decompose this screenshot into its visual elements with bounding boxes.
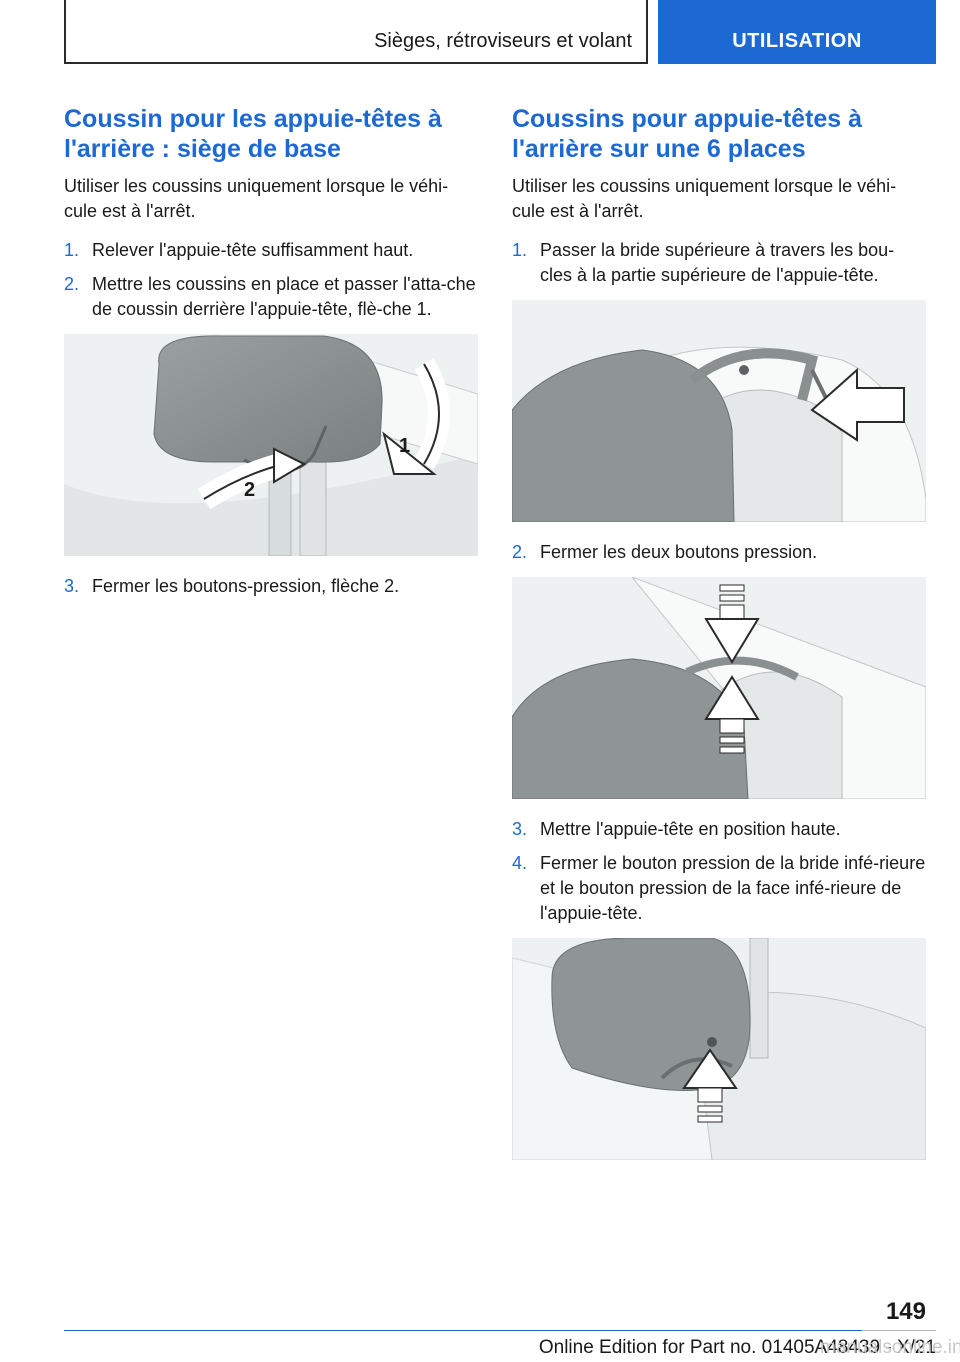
right-steps-b: 2. Fermer les deux boutons pression. [512,540,926,565]
right-column: Coussins pour appuie-têtes à l'arrière s… [512,104,926,1178]
step-text: Fermer les deux boutons pression. [540,542,818,562]
footer-edition: Online Edition for Part no. 01405A48439 … [538,1337,936,1358]
right-step-3: 3. Mettre l'appuie-tête en position haute… [512,817,926,842]
snap-buttons-illustration [512,577,926,799]
left-steps-continued: 3. Fermer les boutons-pression, flèche 2. [64,574,478,599]
step-number: 2. [64,274,80,294]
header-section-title: Sièges, rétroviseurs et volant [374,30,632,52]
headrest-illustration: 1 2 [64,334,478,556]
left-heading: Coussin pour les appuie-têtes à l'arrièr… [64,105,442,163]
step-number: 2. [512,542,528,562]
step-text: Fermer les boutons-pression, flèche 2. [92,576,400,596]
left-step-1: 1. Relever l'appuie-tête suffisamment hau… [64,238,478,263]
step-number: 3. [512,819,528,839]
step-text: Mettre les coussins en place et passer l… [92,274,476,319]
figure-headrest-cushion-install: 1 2 [64,334,478,556]
lower-strap-illustration [512,938,926,1160]
left-step-3: 3. Fermer les boutons-pression, flèche 2. [64,574,478,599]
headrest-strap-illustration [512,300,926,522]
right-step-2: 2. Fermer les deux boutons pression. [512,540,926,565]
left-step-2: 2. Mettre les coussins en place et passer… [64,272,478,322]
right-steps-c: 3. Mettre l'appuie-tête en position haute… [512,817,926,926]
right-steps-a: 1. Passer la bride supérieure à travers l… [512,238,926,288]
step-text: Relever l'appuie-tête suffisamment haut. [92,240,414,260]
right-step-1: 1. Passer la bride supérieure à travers l… [512,238,926,288]
header-section-box: Sièges, rétroviseurs et volant [64,0,648,64]
left-intro: Utiliser les coussins uniquement lorsque… [64,176,449,221]
header-chapter-tab[interactable]: UTILISATION [658,0,936,64]
right-intro: Utiliser les coussins uniquement lorsque… [512,176,897,221]
page-number: 149 [885,1298,926,1325]
right-step-4: 4. Fermer le bouton pression de la bride … [512,851,926,926]
figure-upper-strap-loops [512,300,926,522]
step-number: 4. [512,853,528,873]
footer-divider-grey [862,1330,936,1331]
figure-two-snap-buttons [512,577,926,799]
step-number: 1. [64,240,80,260]
right-heading: Coussins pour appuie-têtes à l'arrière s… [512,105,863,163]
footer-divider [64,1330,862,1331]
figure-lower-strap-snap [512,938,926,1160]
left-steps: 1. Relever l'appuie-tête suffisamment hau… [64,238,478,322]
step-text: Fermer le bouton pression de la bride in… [540,853,926,923]
step-text: Mettre l'appuie-tête en position haute. [540,819,841,839]
figure-arrow-label-1: 1 [399,435,410,457]
left-column: Coussin pour les appuie-têtes à l'arrièr… [64,104,478,608]
step-number: 3. [64,576,80,596]
footer-watermark: manualsonline.info [820,1337,960,1358]
step-text: Passer la bride supérieure à travers les… [540,240,895,285]
header-chapter-label: UTILISATION [732,30,862,52]
step-number: 1. [512,240,528,260]
figure-arrow-label-2: 2 [244,479,255,501]
